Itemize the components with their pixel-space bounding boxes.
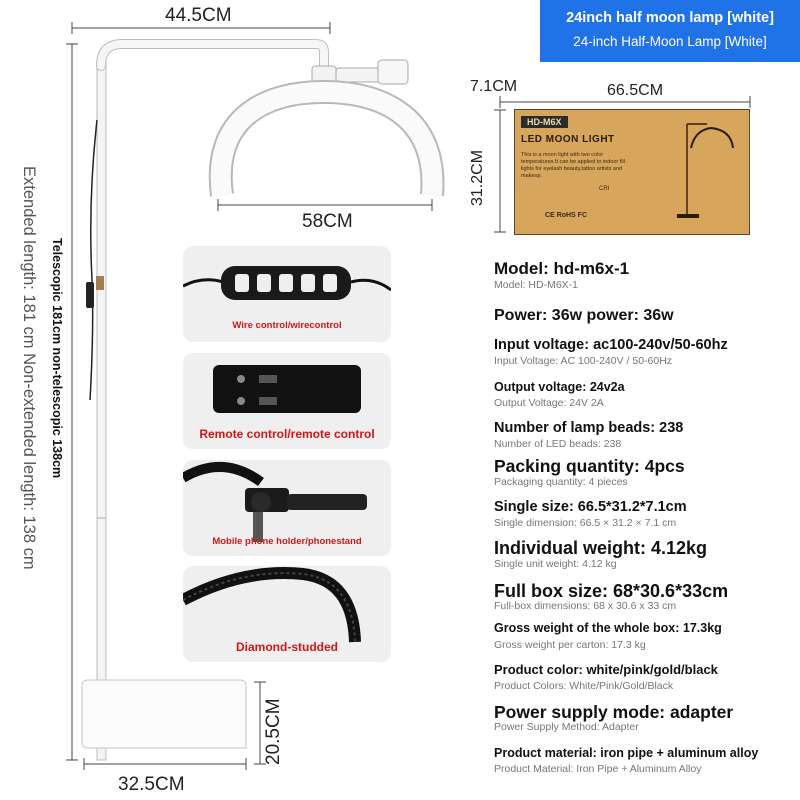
spec-product-color-sub: Product Colors: White/Pink/Gold/Black: [494, 680, 674, 692]
spec-single-size-sub: Single dimension: 66.5 × 31.2 × 7.1 cm: [494, 517, 677, 529]
banner-title: 24inch half moon lamp [white]: [566, 10, 774, 26]
telescopic-label: Telescopic 181cm non-telescopic 138cm: [50, 238, 64, 479]
box-title: LED MOON LIGHT: [521, 134, 615, 145]
spec-material-sub: Product Material: Iron Pipe + Aluminum A…: [494, 763, 702, 775]
spec-individual-weight-sub: Single unit weight: 4.12 kg: [494, 558, 617, 570]
base-depth-label: 20.5CM: [263, 698, 284, 765]
spec-packing-quantity: Packing quantity: 4pcs: [494, 456, 685, 476]
spec-model-sub: Model: HD-M6X-1: [494, 279, 579, 291]
card-caption: Diamond-studded: [236, 640, 338, 654]
remote-control-image: [213, 365, 361, 413]
spec-output-voltage: Output voltage: 24v2a: [494, 380, 625, 394]
wire-control-image: [183, 266, 391, 300]
box-model: HD-M6X: [521, 116, 568, 128]
base-width-label: 32.5CM: [118, 774, 185, 795]
phone-holder-image: [183, 462, 367, 542]
box-depth-label: 7.1CM: [470, 78, 518, 95]
phone-holder-card: Mobile phone holder/phonestand: [183, 460, 391, 556]
spec-lamp-beads-sub: Number of LED beads: 238: [494, 438, 622, 450]
card-caption: Mobile phone holder/phonestand: [212, 536, 362, 547]
spec-gross-weight-sub: Gross weight per carton: 17.3 kg: [494, 639, 646, 651]
diamond-studded-image: [183, 567, 361, 643]
spec-product-color: Product color: white/pink/gold/black: [494, 662, 718, 677]
spec-full-box-size-sub: Full-box dimensions: 68 x 30.6 x 33 cm: [494, 600, 677, 612]
banner-subtitle: 24-inch Half-Moon Lamp [White]: [573, 34, 767, 49]
spec-lamp-beads: Number of lamp beads: 238: [494, 420, 684, 436]
lamp-illustration: [66, 22, 445, 770]
box-description: This is a moon light with two color temp…: [521, 152, 625, 179]
extended-length-label: Extended length: 181 cm Non-extended len…: [20, 166, 38, 570]
arc-width-label: 58CM: [302, 211, 353, 232]
card-caption: Wire control/wirecontrol: [232, 320, 342, 331]
remote-control-card: Remote control/remote control: [183, 353, 391, 449]
box-cri: CRI: [599, 186, 610, 192]
box-cert: CE RoHS FC: [545, 212, 587, 219]
spec-packing-quantity-sub: Packaging quantity: 4 pieces: [494, 476, 628, 488]
spec-gross-weight: Gross weight of the whole box: 17.3kg: [494, 621, 722, 635]
box-dimension-lines: [494, 96, 751, 233]
spec-power-supply-sub: Power Supply Method: Adapter: [494, 721, 639, 733]
diamond-studded-card: Diamond-studded: [183, 566, 391, 662]
title-banner: 24inch half moon lamp [white] 24-inch Ha…: [540, 0, 800, 62]
spec-full-box-size: Full box size: 68*30.6*33cm: [494, 581, 729, 601]
spec-power-supply: Power supply mode: adapter: [494, 702, 734, 722]
top-width-label: 44.5CM: [165, 5, 232, 26]
spec-material: Product material: iron pipe + aluminum a…: [494, 746, 759, 760]
box-height-label: 31.2CM: [469, 149, 486, 206]
spec-individual-weight: Individual weight: 4.12kg: [494, 538, 708, 558]
spec-input-voltage-sub: Input Voltage: AC 100-240V / 50-60Hz: [494, 355, 673, 367]
box-width-label: 66.5CM: [607, 82, 664, 99]
card-caption: Remote control/remote control: [199, 427, 375, 441]
spec-single-size: Single size: 66.5*31.2*7.1cm: [494, 499, 687, 515]
wire-control-card: Wire control/wirecontrol: [183, 246, 391, 342]
spec-model: Model: hd-m6x-1: [494, 259, 630, 278]
spec-output-voltage-sub: Output Voltage: 24V 2A: [494, 397, 604, 409]
spec-power: Power: 36w power: 36w: [494, 307, 674, 324]
spec-input-voltage: Input voltage: ac100-240v/50-60hz: [494, 337, 728, 353]
box-lamp-sketch: [677, 123, 734, 218]
product-box: HD-M6X LED MOON LIGHT This is a moon lig…: [514, 109, 750, 235]
